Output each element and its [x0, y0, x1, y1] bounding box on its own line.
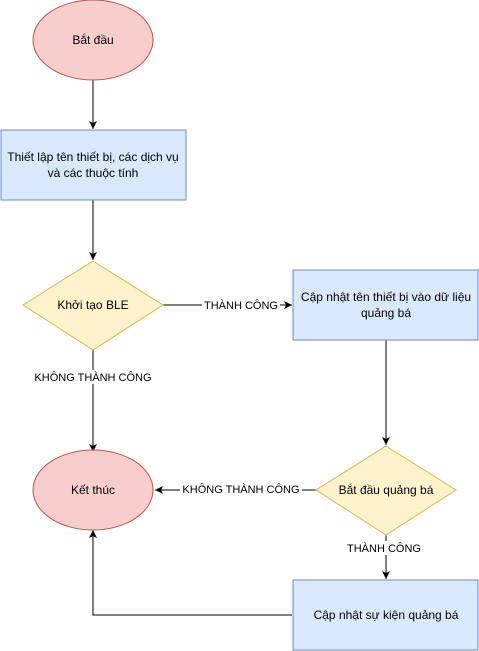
setup-label-line2: và các thuộc tính — [48, 166, 139, 180]
update-name-label-line2: quảng bá — [361, 306, 411, 320]
node-update-name: Cập nhật tên thiết bị vào dữ liệu quảng … — [292, 269, 479, 341]
start-ellipse — [32, 0, 154, 81]
end-ellipse — [32, 449, 154, 531]
node-end: Kết thúc — [32, 449, 154, 531]
update-name-box — [292, 269, 479, 341]
edge-update-event-to-end — [89, 530, 292, 616]
edge-label-init-success: THÀNH CÔNG — [204, 299, 278, 312]
init-ble-diamond — [22, 260, 164, 351]
start-label: Bắt đầu — [72, 32, 113, 47]
start-adv-label: Bắt đầu quảng bá — [339, 482, 434, 497]
update-event-label: Cập nhật sự kiện quảng bá — [314, 608, 459, 622]
init-ble-label: Khởi tạo BLE — [57, 298, 128, 312]
start-adv-diamond — [315, 445, 457, 536]
edge-label-adv-fail: KHÔNG THÀNH CÔNG — [182, 483, 299, 496]
end-label: Kết thúc — [71, 483, 115, 497]
edge-labels: THÀNH CÔNG KHÔNG THÀNH CÔNG KHÔNG THÀNH … — [32, 298, 423, 555]
node-init-ble: Khởi tạo BLE — [22, 260, 164, 351]
node-setup: Thiết lập tên thiết bị, các dịch vụ và c… — [0, 129, 187, 201]
node-update-event: Cập nhật sự kiện quảng bá — [292, 579, 479, 651]
node-start: Bắt đầu — [32, 0, 154, 81]
edge-label-adv-success: THÀNH CÔNG — [347, 542, 421, 555]
setup-label-line1: Thiết lập tên thiết bị, các dịch vụ — [7, 150, 178, 164]
update-event-box — [292, 579, 479, 651]
node-start-adv: Bắt đầu quảng bá — [315, 445, 457, 536]
update-name-label-line1: Cập nhật tên thiết bị vào dữ liệu — [301, 290, 471, 304]
setup-box — [0, 129, 187, 201]
edge-label-init-fail: KHÔNG THÀNH CÔNG — [34, 371, 151, 384]
